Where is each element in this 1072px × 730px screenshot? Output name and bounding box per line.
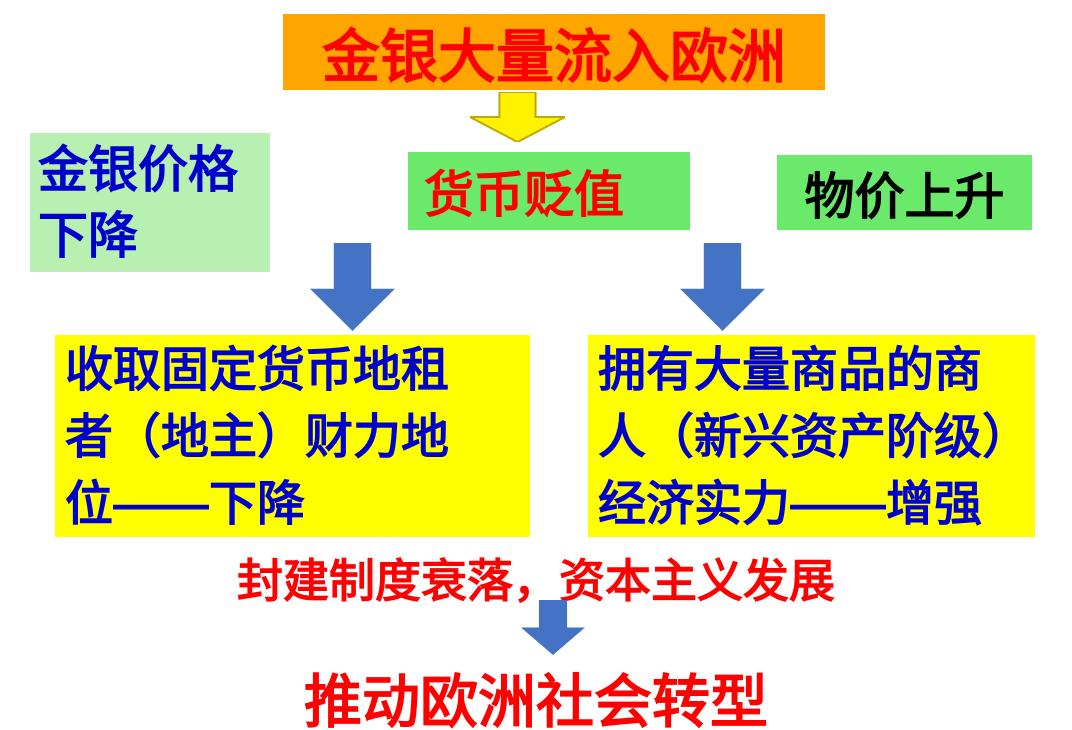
blue-down-arrow-bottom-icon: [521, 600, 585, 655]
blue-down-arrow-left-icon: [310, 243, 395, 331]
landlord-box: 收取固定货币地租 者（地主）财力地 位——下降: [55, 335, 530, 537]
currency-devaluation-box: 货币贬值: [408, 152, 690, 230]
merchant-line-2: 人（新兴资产阶级）: [598, 411, 1031, 464]
price-rise-box: 物价上升: [777, 155, 1032, 230]
gold-silver-price-box: 金银价格 下降: [30, 133, 270, 272]
gold-silver-price-line-2: 下降: [38, 208, 138, 264]
merchant-box: 拥有大量商品的商 人（新兴资产阶级） 经济实力——增强: [588, 335, 1035, 537]
gold-silver-price-line-1: 金银价格: [38, 142, 238, 198]
landlord-line-3: 位——下降: [65, 478, 306, 531]
blue-down-arrow-right-icon: [680, 243, 765, 331]
feudal-decline-text: 封建制度衰落，资本主义发展: [237, 555, 835, 607]
merchant-line-3: 经济实力——增强: [598, 478, 983, 531]
merchant-line-1: 拥有大量商品的商: [598, 344, 983, 397]
title-box: 金银大量流入欧洲: [283, 14, 825, 90]
social-transform-text: 推动欧洲社会转型: [303, 670, 768, 730]
landlord-line-1: 收取固定货币地租: [65, 344, 450, 397]
price-rise-text: 物价上升: [804, 168, 1005, 225]
currency-devaluation-text: 货币贬值: [424, 167, 624, 223]
title-text: 金银大量流入欧洲: [321, 25, 786, 90]
yellow-down-arrow-icon: [470, 92, 565, 142]
landlord-line-2: 者（地主）财力地: [65, 411, 450, 464]
